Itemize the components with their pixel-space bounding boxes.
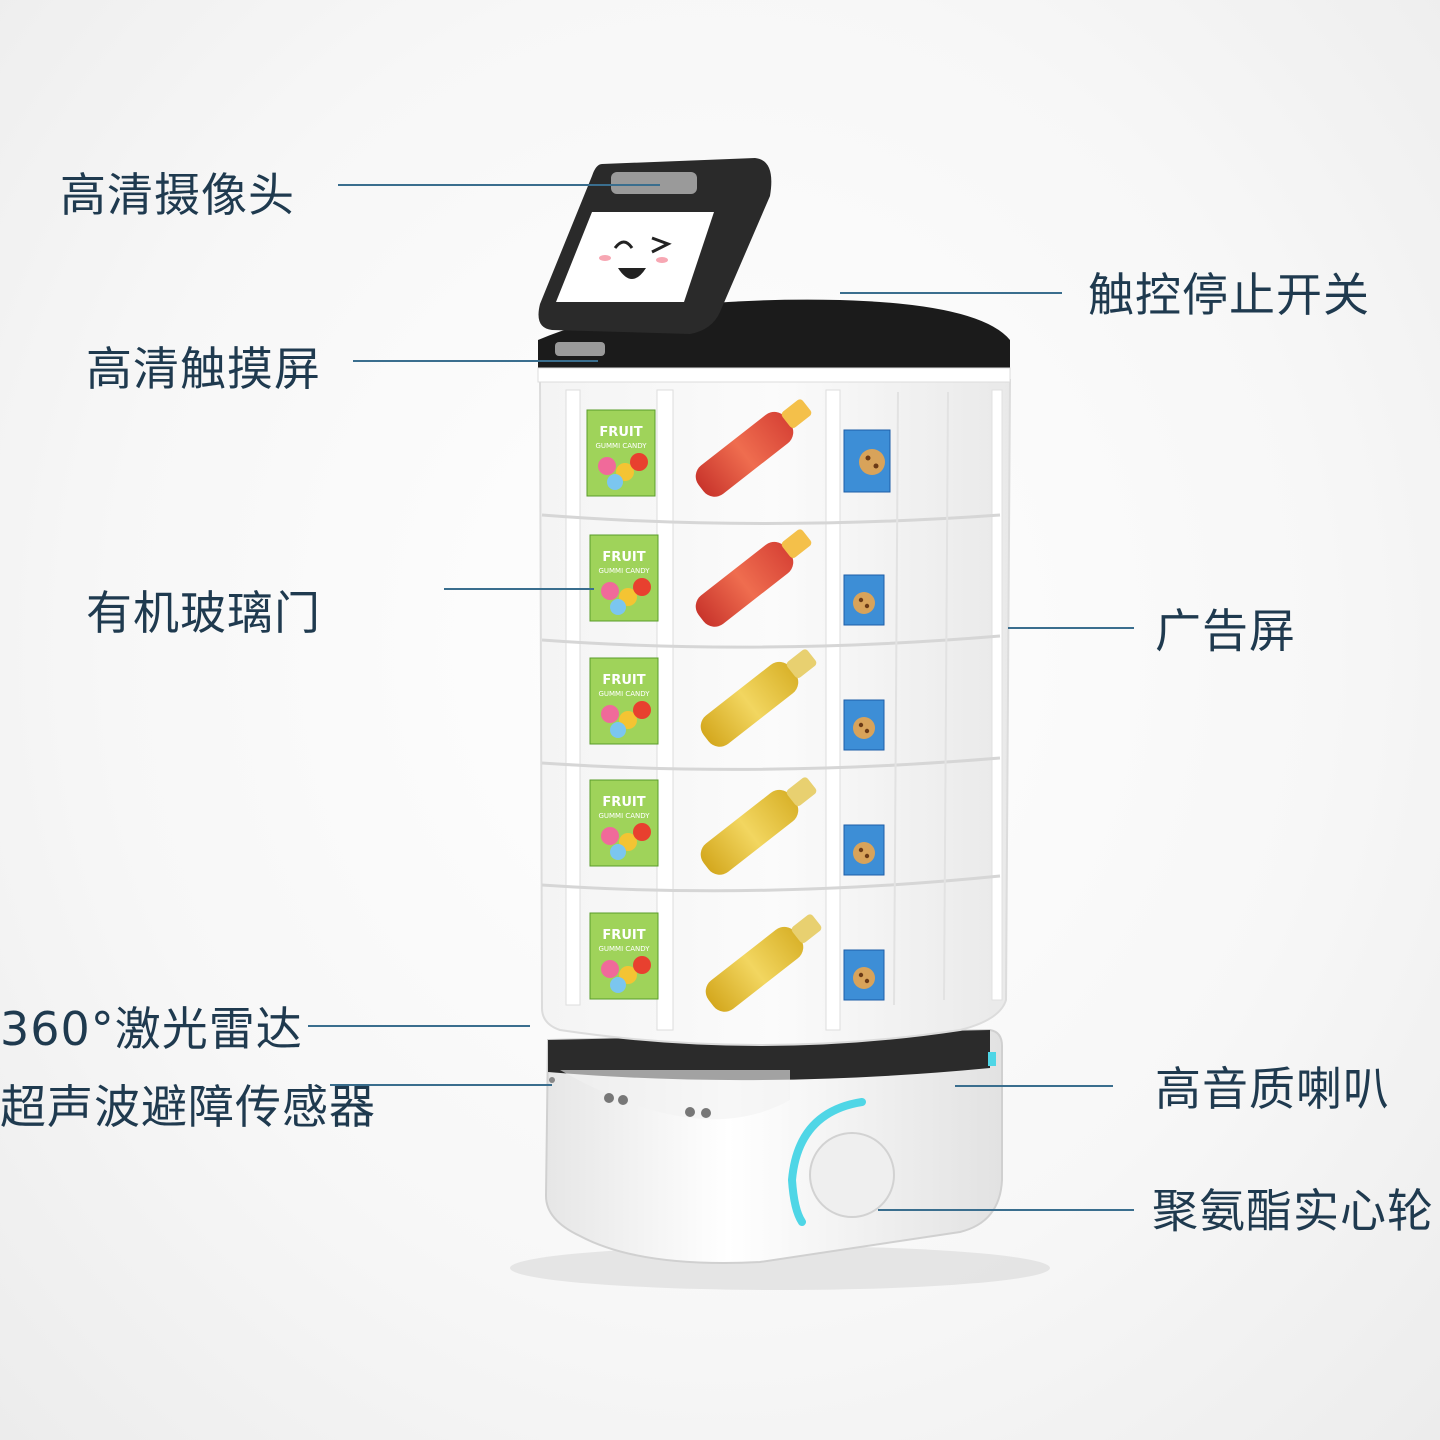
label-camera: 高清摄像头 xyxy=(60,168,295,222)
candy-packs: FRUIT GUMMI CANDY FRUIT GUMMI CANDY FRUI… xyxy=(586,409,659,1000)
svg-text:GUMMI CANDY: GUMMI CANDY xyxy=(598,945,650,953)
leader-line-ad-screen xyxy=(1008,627,1134,629)
bottles xyxy=(695,399,822,1012)
leader-line-wheel xyxy=(878,1209,1134,1211)
label-ad-screen: 广告屏 xyxy=(1155,604,1296,658)
leader-line-camera xyxy=(338,184,660,186)
accent-light-strip xyxy=(787,1098,866,1226)
label-speaker: 高音质喇叭 xyxy=(1155,1062,1390,1116)
label-ultrasonic: 超声波避障传感器 xyxy=(0,1080,376,1134)
leader-line-speaker xyxy=(955,1085,1113,1087)
label-wheel: 聚氨酯实心轮 xyxy=(1152,1184,1434,1238)
wheel-cover xyxy=(809,1132,895,1218)
svg-text:FRUIT: FRUIT xyxy=(602,795,645,810)
leader-line-lidar xyxy=(308,1025,530,1027)
svg-text:FRUIT: FRUIT xyxy=(602,673,645,688)
candy-brand-text: FRUIT xyxy=(599,425,642,440)
robot-base xyxy=(544,1028,1003,1264)
svg-text:GUMMI CANDY: GUMMI CANDY xyxy=(595,442,647,450)
svg-text:FRUIT: FRUIT xyxy=(602,550,645,565)
leader-line-ultrasonic xyxy=(330,1084,552,1086)
leader-line-stop-switch xyxy=(840,292,1062,294)
robot-head-screen xyxy=(538,158,772,334)
label-glass-door: 有机玻璃门 xyxy=(86,586,321,640)
leader-line-touchscreen xyxy=(353,360,598,362)
label-touchscreen: 高清触摸屏 xyxy=(86,342,321,396)
cookie-packs xyxy=(843,429,891,1001)
svg-text:FRUIT: FRUIT xyxy=(602,928,645,943)
svg-text:GUMMI CANDY: GUMMI CANDY xyxy=(598,690,650,698)
leader-line-glass-door xyxy=(444,588,594,590)
svg-text:GUMMI CANDY: GUMMI CANDY xyxy=(598,567,650,575)
label-stop-switch: 触控停止开关 xyxy=(1088,268,1370,322)
svg-text:GUMMI CANDY: GUMMI CANDY xyxy=(598,812,650,820)
label-lidar: 360°激光雷达 xyxy=(0,1002,303,1056)
